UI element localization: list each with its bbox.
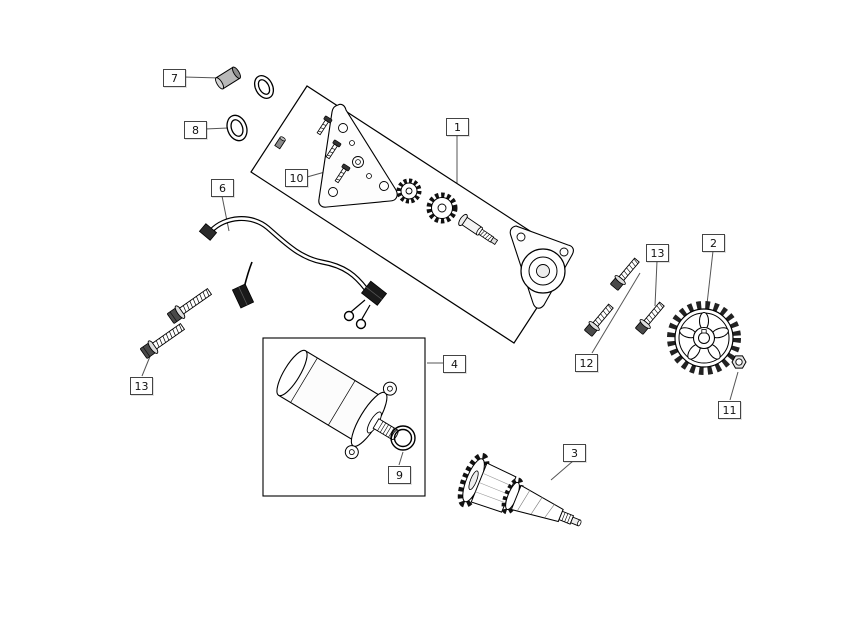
callout-2: 2 bbox=[702, 234, 725, 252]
o-ring-motor bbox=[390, 425, 416, 451]
mounting-screws bbox=[316, 115, 351, 184]
reduction-gears bbox=[396, 178, 458, 224]
starter-drive bbox=[457, 452, 582, 527]
callout-13-left: 13 bbox=[130, 377, 153, 395]
bracket-assembly-frame bbox=[250, 85, 571, 344]
leader-lines bbox=[141, 76, 739, 481]
gear-shaft bbox=[458, 213, 499, 245]
flange-bolts-left bbox=[140, 287, 213, 359]
callout-10: 10 bbox=[285, 169, 308, 187]
o-ring-upper bbox=[253, 75, 275, 99]
wiring-harness bbox=[198, 216, 388, 330]
callout-11: 11 bbox=[718, 401, 741, 419]
sprocket bbox=[667, 301, 741, 375]
stud bbox=[274, 136, 286, 150]
callout-7: 7 bbox=[163, 69, 186, 87]
flange-nut bbox=[731, 355, 747, 369]
starter-motor-box bbox=[262, 337, 426, 497]
callout-8: 8 bbox=[184, 121, 207, 139]
callout-1: 1 bbox=[446, 118, 469, 136]
callout-12: 12 bbox=[575, 354, 598, 372]
starter-motor bbox=[276, 349, 399, 460]
o-ring-lower bbox=[226, 114, 248, 142]
callout-4: 4 bbox=[443, 355, 466, 373]
callout-6: 6 bbox=[211, 179, 234, 197]
spacer-sleeve bbox=[215, 66, 241, 90]
callout-9: 9 bbox=[388, 466, 411, 484]
callout-13-right: 13 bbox=[646, 244, 669, 262]
callout-3: 3 bbox=[563, 444, 586, 462]
bracket-plate-right bbox=[509, 225, 574, 309]
flange-bolts-right bbox=[584, 257, 665, 337]
